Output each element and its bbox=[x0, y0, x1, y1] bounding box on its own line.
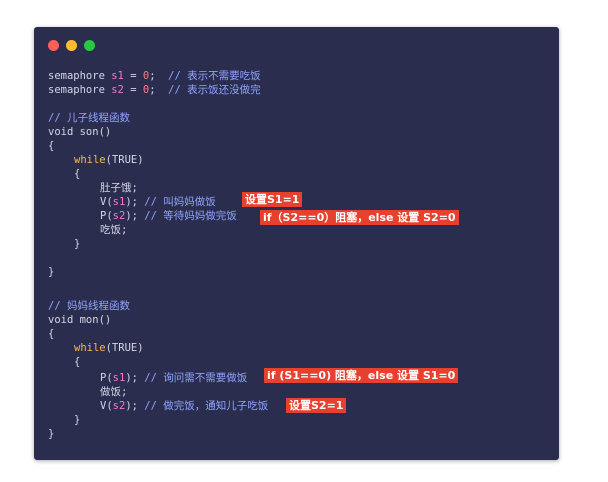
code-line-mom-v: V(s2); // 做完饭，通知儿子吃饭 bbox=[100, 399, 268, 413]
var-s2: s2 bbox=[111, 84, 124, 96]
call-close: ); bbox=[125, 400, 138, 412]
semicolon: ; bbox=[149, 70, 156, 82]
code-line-brace: { bbox=[48, 140, 55, 152]
code-window: semaphore s1 = 0; // 表示不需要吃饭 semaphore s… bbox=[34, 27, 559, 460]
window-controls bbox=[48, 40, 95, 51]
type-keyword: semaphore bbox=[48, 70, 105, 82]
code-line-brace: } bbox=[74, 238, 81, 250]
operator: = bbox=[123, 70, 143, 82]
operator: = bbox=[123, 84, 143, 96]
code-comment: // 做完饭，通知儿子吃饭 bbox=[137, 400, 269, 412]
code-line-brace: } bbox=[48, 266, 55, 278]
call-name: P( bbox=[100, 372, 113, 384]
code-line-s1-decl: semaphore s1 = 0; // 表示不需要吃饭 bbox=[48, 69, 261, 83]
call-close: ); bbox=[125, 210, 138, 222]
call-close: ); bbox=[125, 372, 138, 384]
while-condition: (TRUE) bbox=[105, 342, 144, 354]
code-line-son-while: while(TRUE) bbox=[74, 153, 144, 167]
code-comment: // 表示饭还没做完 bbox=[155, 84, 261, 96]
code-comment: // 叫妈妈做饭 bbox=[137, 196, 216, 208]
call-name: V( bbox=[100, 400, 113, 412]
while-condition: (TRUE) bbox=[105, 154, 144, 166]
code-line-brace: { bbox=[74, 168, 81, 180]
call-close: ); bbox=[125, 196, 138, 208]
close-button[interactable] bbox=[48, 40, 59, 51]
call-name: P( bbox=[100, 210, 113, 222]
code-line-brace: { bbox=[48, 328, 55, 340]
code-comment-mom: // 妈妈线程函数 bbox=[48, 300, 130, 312]
code-line-son-eat: 吃饭; bbox=[100, 224, 128, 236]
code-comment-son: // 儿子线程函数 bbox=[48, 112, 130, 124]
minimize-button[interactable] bbox=[66, 40, 77, 51]
code-line-son-hungry: 肚子饿; bbox=[100, 182, 138, 194]
code-line-s2-decl: semaphore s2 = 0; // 表示饭还没做完 bbox=[48, 83, 261, 97]
number-literal: 0 bbox=[142, 84, 150, 96]
code-line-son-p: P(s2); // 等待妈妈做完饭 bbox=[100, 209, 237, 223]
code-line-brace: } bbox=[48, 428, 55, 440]
code-line-son-v: V(s1); // 叫妈妈做饭 bbox=[100, 195, 216, 209]
var-s1: s1 bbox=[112, 372, 126, 384]
call-name: V( bbox=[100, 196, 113, 208]
var-s1: s1 bbox=[112, 196, 126, 208]
type-keyword: semaphore bbox=[48, 84, 105, 96]
annotation-set-s1: 设置S1=1 bbox=[242, 192, 303, 207]
code-line-mom-cook: 做饭; bbox=[100, 386, 128, 398]
code-line-mom-p: P(s1); // 询问需不需要做饭 bbox=[100, 371, 247, 385]
var-s2: s2 bbox=[112, 400, 126, 412]
code-comment: // 等待妈妈做完饭 bbox=[137, 210, 237, 222]
code-line-brace: } bbox=[74, 414, 81, 426]
while-keyword: while bbox=[74, 342, 106, 354]
code-comment: // 询问需不需要做饭 bbox=[137, 372, 248, 384]
annotation-p-s1: if (S1==0) 阻塞，else 设置 S1=0 bbox=[264, 368, 459, 383]
code-line-mom-signature: void mon() bbox=[48, 314, 112, 326]
code-line-mom-while: while(TRUE) bbox=[74, 341, 144, 355]
code-line-brace: { bbox=[74, 356, 81, 368]
number-literal: 0 bbox=[142, 70, 150, 82]
annotation-p-s2: if（S2==0）阻塞，else 设置 S2=0 bbox=[260, 210, 459, 225]
var-s1: s1 bbox=[111, 70, 124, 82]
var-s2: s2 bbox=[112, 210, 126, 222]
while-keyword: while bbox=[74, 154, 106, 166]
annotation-set-s2: 设置S2=1 bbox=[286, 398, 347, 413]
code-comment: // 表示不需要吃饭 bbox=[155, 70, 261, 82]
semicolon: ; bbox=[149, 84, 156, 96]
code-line-son-signature: void son() bbox=[48, 126, 112, 138]
maximize-button[interactable] bbox=[84, 40, 95, 51]
